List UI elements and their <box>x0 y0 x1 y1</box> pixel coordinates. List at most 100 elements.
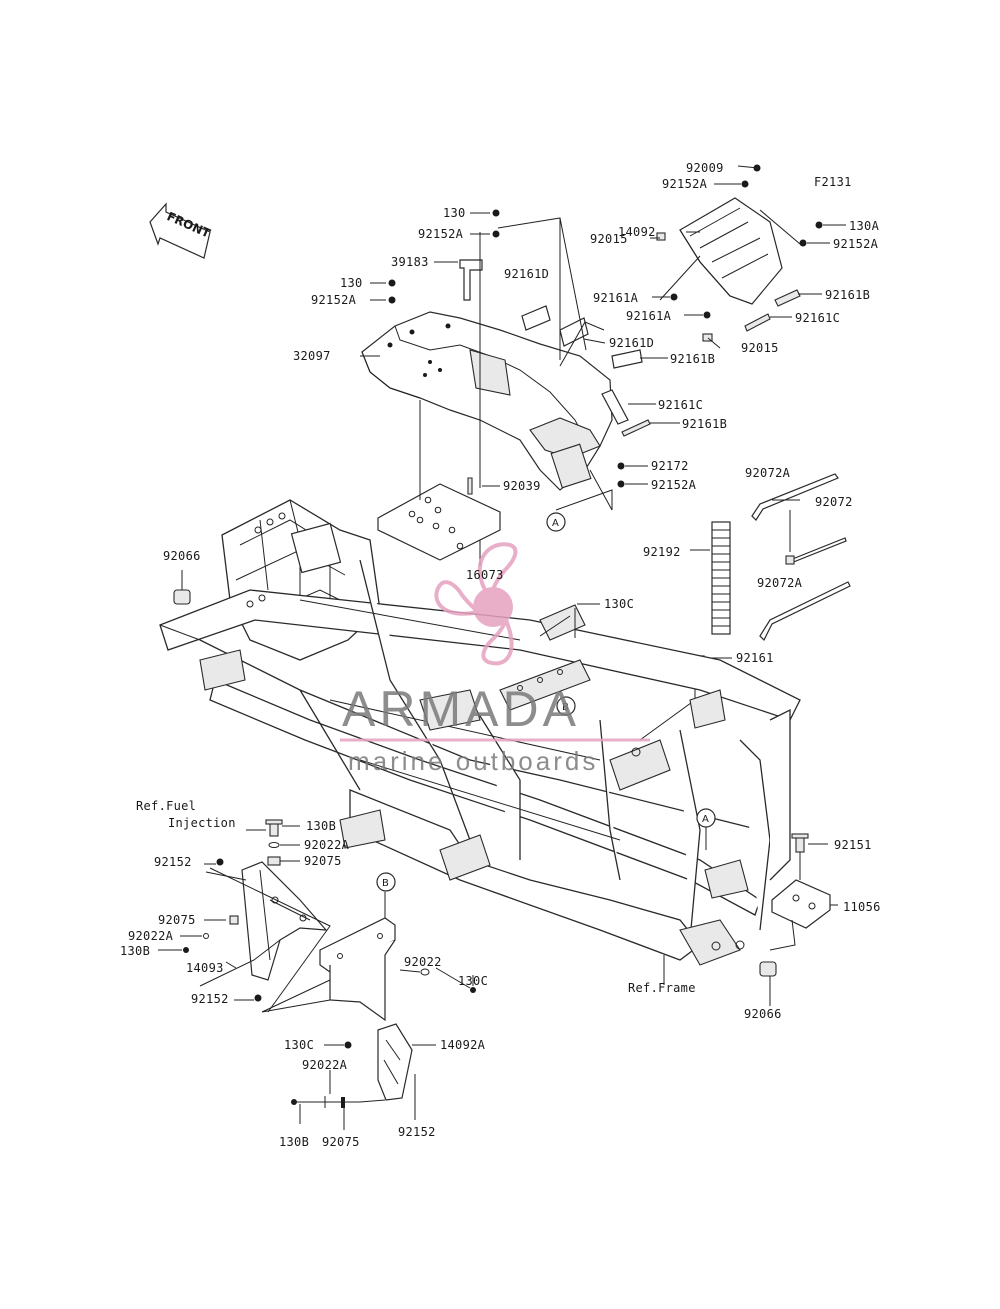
label-92152-b: 92152 <box>191 992 229 1006</box>
label-130-top: 130 <box>443 206 466 220</box>
spacer-92075-b <box>229 915 239 925</box>
bolt-icon <box>388 279 396 287</box>
grommet-92066-left <box>173 589 191 605</box>
label-130B-a: 130B <box>306 819 336 833</box>
label-16073: 16073 <box>466 568 504 582</box>
pad-92161C-a <box>601 389 629 425</box>
label-92072A-b: 92072A <box>757 576 803 590</box>
marker-b-frame-text: B <box>562 702 569 713</box>
figure-code: F2131 <box>814 175 852 189</box>
label-92022A-b: 92022A <box>128 929 174 943</box>
label-ref-fuel-1: Ref.Fuel <box>136 799 196 813</box>
label-92072: 92072 <box>815 495 853 509</box>
bolt-icon <box>254 994 262 1002</box>
label-130C-mid: 130C <box>604 597 634 611</box>
part-14092-cover <box>656 164 823 342</box>
pad-icon <box>744 313 771 332</box>
label-32097: 32097 <box>293 349 331 363</box>
label-92161B-a: 92161B <box>670 352 715 366</box>
label-92066-left: 92066 <box>163 549 201 563</box>
label-92075-b: 92075 <box>158 913 196 927</box>
label-92172: 92172 <box>651 459 689 473</box>
bolt-icon <box>617 462 625 470</box>
bolt-icon <box>492 209 500 217</box>
label-92022: 92022 <box>404 955 442 969</box>
label-ref-fuel-2: Injection <box>168 816 236 830</box>
label-92152A-top: 92152A <box>662 177 708 191</box>
label-ref-frame: Ref.Frame <box>628 981 696 995</box>
label-130B-c: 130B <box>279 1135 309 1149</box>
label-92039: 92039 <box>503 479 541 493</box>
marker-a-top <box>546 512 566 532</box>
part-32097-fender <box>361 311 613 491</box>
marker-b-lower-text: B <box>382 878 389 889</box>
grommet-92066-right <box>759 961 777 977</box>
label-11056: 11056 <box>843 900 881 914</box>
nut-icon <box>703 311 711 319</box>
label-92161D-a: 92161D <box>504 267 549 281</box>
label-92152A-left: 92152A <box>311 293 357 307</box>
label-92015-b: 92015 <box>741 341 779 355</box>
label-14092: 14092 <box>618 225 656 239</box>
label-130A: 130A <box>849 219 880 233</box>
label-92066-right: 92066 <box>744 1007 782 1021</box>
label-92152-c: 92152 <box>398 1125 436 1139</box>
plate-11056 <box>771 879 831 929</box>
clip-icon <box>702 333 713 342</box>
marker-b-frame <box>556 696 576 716</box>
spacer-92075-c <box>341 1097 345 1108</box>
label-92009: 92009 <box>686 161 724 175</box>
bolt-130C-b <box>344 1041 352 1049</box>
pad-icon <box>774 289 801 307</box>
bolt-icon <box>815 221 823 229</box>
bracket-39183 <box>459 259 483 301</box>
label-39183: 39183 <box>391 255 429 269</box>
label-130C-b: 130C <box>284 1038 314 1052</box>
label-92072A-a: 92072A <box>745 466 791 480</box>
bolt-icon <box>216 858 224 866</box>
part-14092A-bracket <box>261 892 476 1130</box>
label-14093: 14093 <box>186 961 224 975</box>
marker-a-frame-text: A <box>702 814 709 825</box>
label-92075-c: 92075 <box>322 1135 360 1149</box>
label-92152-a: 92152 <box>154 855 192 869</box>
marker-b-lower <box>376 872 396 892</box>
leader-lines-upper <box>360 165 846 566</box>
label-92161B-right: 92161B <box>825 288 870 302</box>
watermark-logo: ARMADA marine outboards <box>340 542 650 776</box>
label-14092A: 14092A <box>440 1038 486 1052</box>
washer-92022 <box>420 968 430 976</box>
label-92161C-a: 92161C <box>658 398 703 412</box>
label-130B-b: 130B <box>120 944 150 958</box>
pad-92161B-b <box>621 419 651 437</box>
label-92152A-right: 92152A <box>833 237 879 251</box>
nut-icon <box>741 180 749 188</box>
clip-icon <box>656 232 666 241</box>
strap-92072A-a <box>751 473 839 521</box>
strap-92072 <box>789 537 847 564</box>
washer-92022A-a <box>268 842 280 848</box>
pin-92039 <box>467 477 473 495</box>
label-92161D-b: 92161D <box>609 336 654 350</box>
bolt-130C-a <box>470 987 476 993</box>
label-92152A-c: 92152A <box>418 227 464 241</box>
nut-icon <box>492 230 500 238</box>
watermark-brand: ARMADA <box>342 681 580 737</box>
washer-92022A-b <box>203 933 209 939</box>
pad-92161D-a <box>521 305 551 331</box>
marker-a-top-text: A <box>552 518 559 529</box>
label-92022A-c: 92022A <box>302 1058 348 1072</box>
nut-icon <box>617 480 625 488</box>
main-frame <box>159 499 801 966</box>
label-92161: 92161 <box>736 651 774 665</box>
part-14093-cover <box>158 819 331 1013</box>
strap-92072A-b <box>759 581 851 642</box>
label-92015-a: 92015 <box>590 232 628 246</box>
label-92075-a: 92075 <box>304 854 342 868</box>
nut-icon <box>670 293 678 301</box>
nut-icon <box>799 239 807 247</box>
label-92152A-d: 92152A <box>651 478 697 492</box>
spacer-92075-a <box>267 856 281 866</box>
label-130C-a: 130C <box>458 974 488 988</box>
